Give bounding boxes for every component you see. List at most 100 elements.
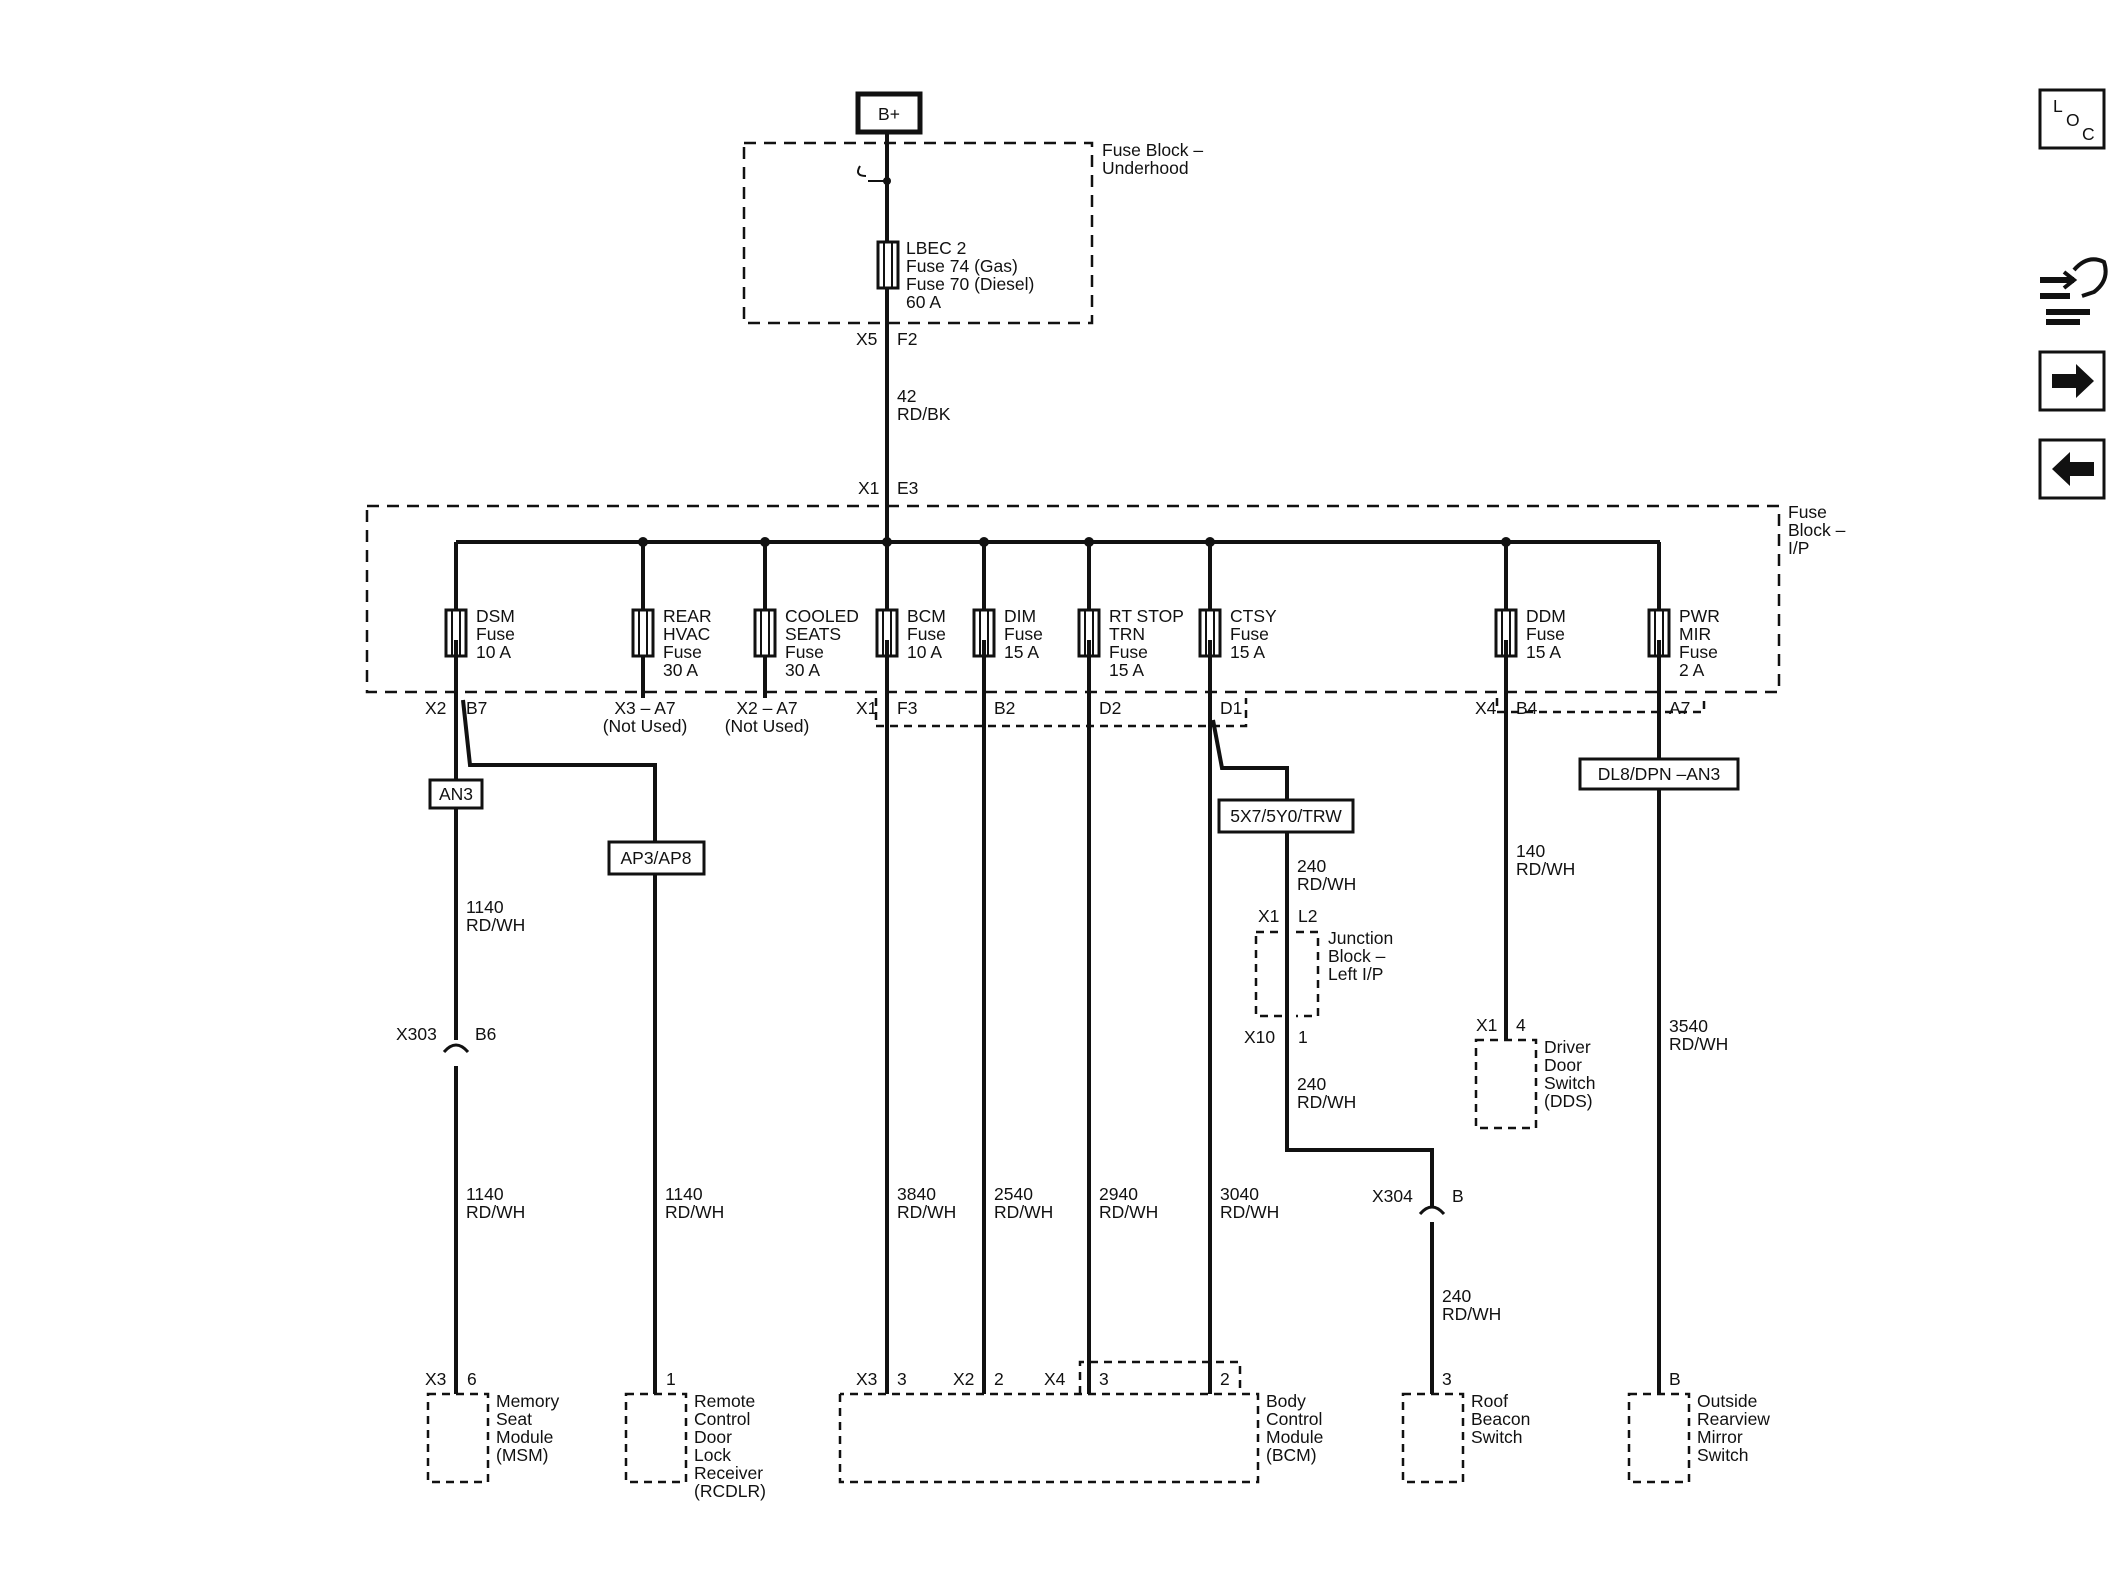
underhood-title-1: Fuse Block – [1102, 140, 1203, 160]
fuse-5-label-2: Fuse [1109, 642, 1148, 662]
bcm-title-1: Body [1266, 1391, 1306, 1411]
fuse-0-label-1: Fuse [476, 624, 515, 644]
fuse-5-label-3: 15 A [1109, 660, 1144, 680]
wire-240a-color: RD/WH [1297, 874, 1356, 894]
roof-title-2: Beacon [1471, 1409, 1530, 1429]
bcm-title-3: Module [1266, 1427, 1323, 1447]
fuse-2-conn: X2 – A7 [736, 698, 797, 718]
ip-entry-pin: E3 [897, 478, 918, 498]
fuse-1-label-1: HVAC [663, 624, 710, 644]
msm-pin: 6 [467, 1369, 477, 1389]
fuse-7-conn: X4 [1475, 698, 1497, 718]
underhood-fuse-line-2: Fuse 74 (Gas) [906, 256, 1018, 276]
fuse-3-label-2: 10 A [907, 642, 942, 662]
option-trw: 5X7/5Y0/TRW [1230, 806, 1342, 826]
junction-bot-conn: X10 [1244, 1027, 1275, 1047]
rcdlr-title-6: (RCDLR) [694, 1481, 766, 1501]
wire-3040-color: RD/WH [1220, 1202, 1279, 1222]
ip-entry-conn: X1 [858, 478, 879, 498]
main-wire-number: 42 [897, 386, 916, 406]
x304-conn: X304 [1372, 1186, 1413, 1206]
fuse-2-note: (Not Used) [725, 716, 810, 736]
x304-pin: B [1452, 1186, 1464, 1206]
battery-source-label: B+ [878, 104, 900, 124]
underhood-conn: X5 [856, 329, 877, 349]
wire-2940-color: RD/WH [1099, 1202, 1158, 1222]
fuse-7-pin: B4 [1516, 698, 1538, 718]
arrow-right-icon [2052, 364, 2094, 398]
msm-title-4: (MSM) [496, 1445, 548, 1465]
arrow-left-button[interactable] [2038, 438, 2106, 500]
connector-tool-icon[interactable] [2040, 257, 2108, 325]
fuse-7-label-0: DDM [1526, 606, 1566, 626]
underhood-pin: F2 [897, 329, 917, 349]
wire-240a-number: 240 [1297, 856, 1326, 876]
loc-letter-l: L [2053, 96, 2063, 116]
rcdlr-title-3: Door [694, 1427, 732, 1447]
arrow-left-icon [2052, 452, 2094, 486]
fuse-4-pin: B2 [994, 698, 1015, 718]
option-an3: AN3 [439, 784, 473, 804]
msm-title-2: Seat [496, 1409, 532, 1429]
fuse-5-label-0: RT STOP [1109, 606, 1184, 626]
ip-block-title-2: Block – [1788, 520, 1846, 540]
fuse-5-pin: D2 [1099, 698, 1121, 718]
x303-conn: X303 [396, 1024, 437, 1044]
roof-pin: 3 [1442, 1369, 1452, 1389]
roof-title-1: Roof [1471, 1391, 1508, 1411]
option-ap3: AP3/AP8 [620, 848, 691, 868]
option-dl8: DL8/DPN –AN3 [1598, 764, 1721, 784]
fuse-3-pin: F3 [897, 698, 917, 718]
wire-3840-number: 3840 [897, 1184, 936, 1204]
wire-1140b-color: RD/WH [466, 1202, 525, 1222]
ip-block-title-3: I/P [1788, 538, 1809, 558]
component-msm: X3 6 Memory Seat Module (MSM) [425, 1369, 559, 1484]
fuse-4-label-0: DIM [1004, 606, 1036, 626]
wire-140-color: RD/WH [1516, 859, 1575, 879]
arrow-right-button[interactable] [2038, 350, 2106, 412]
fuse-8-label-0: PWR [1679, 606, 1720, 626]
bcm-title-2: Control [1266, 1409, 1322, 1429]
underhood-fuse-line-4: 60 A [906, 292, 941, 312]
underhood-fuse-line-1: LBEC 2 [906, 238, 966, 258]
fuse-3-label-0: BCM [907, 606, 946, 626]
rcdlr-title-2: Control [694, 1409, 750, 1429]
fuse-1-label-0: REAR [663, 606, 712, 626]
rcdlr-title-1: Remote [694, 1391, 755, 1411]
fuse-4-label-2: 15 A [1004, 642, 1039, 662]
junction-title-1: Junction [1328, 928, 1393, 948]
fuse-0-pin: B7 [466, 698, 487, 718]
bcm-p2b: 2 [1220, 1369, 1230, 1389]
loc-letter-o: O [2066, 110, 2080, 130]
wire-2540-color: RD/WH [994, 1202, 1053, 1222]
msm-conn: X3 [425, 1369, 446, 1389]
loc-button[interactable]: L O C [2038, 88, 2106, 150]
msm-title-1: Memory [496, 1391, 559, 1411]
dds-title-1: Driver [1544, 1037, 1591, 1057]
component-rcdlr: 1 Remote Control Door Lock Receiver (RCD… [624, 1369, 766, 1501]
bcm-p3a: 3 [897, 1369, 907, 1389]
bcm-p2a: 2 [994, 1369, 1004, 1389]
component-bcm: X3 3 X2 2 X4 3 2 Body Control Module (BC… [838, 1360, 1323, 1484]
fuse-6-label-0: CTSY [1230, 606, 1277, 626]
fuse-5-label-1: TRN [1109, 624, 1145, 644]
wire-1140c-number: 1140 [665, 1184, 703, 1204]
rcdlr-title-5: Receiver [694, 1463, 763, 1483]
underhood-fuse-line-3: Fuse 70 (Diesel) [906, 274, 1034, 294]
loc-letter-c: C [2082, 124, 2095, 144]
bcm-x4: X4 [1044, 1369, 1066, 1389]
component-roof-beacon: 3 Roof Beacon Switch [1401, 1369, 1530, 1484]
wire-240b-number: 240 [1297, 1074, 1326, 1094]
junction-top-pin: L2 [1298, 906, 1317, 926]
component-mirror-switch: B Outside Rearview Mirror Switch [1627, 1369, 1770, 1484]
fuse-2-label-0: COOLED [785, 606, 859, 626]
fuse-1-conn: X3 – A7 [614, 698, 675, 718]
mirror-title-3: Mirror [1697, 1427, 1743, 1447]
mirror-title-4: Switch [1697, 1445, 1749, 1465]
wire-140-number: 140 [1516, 841, 1545, 861]
